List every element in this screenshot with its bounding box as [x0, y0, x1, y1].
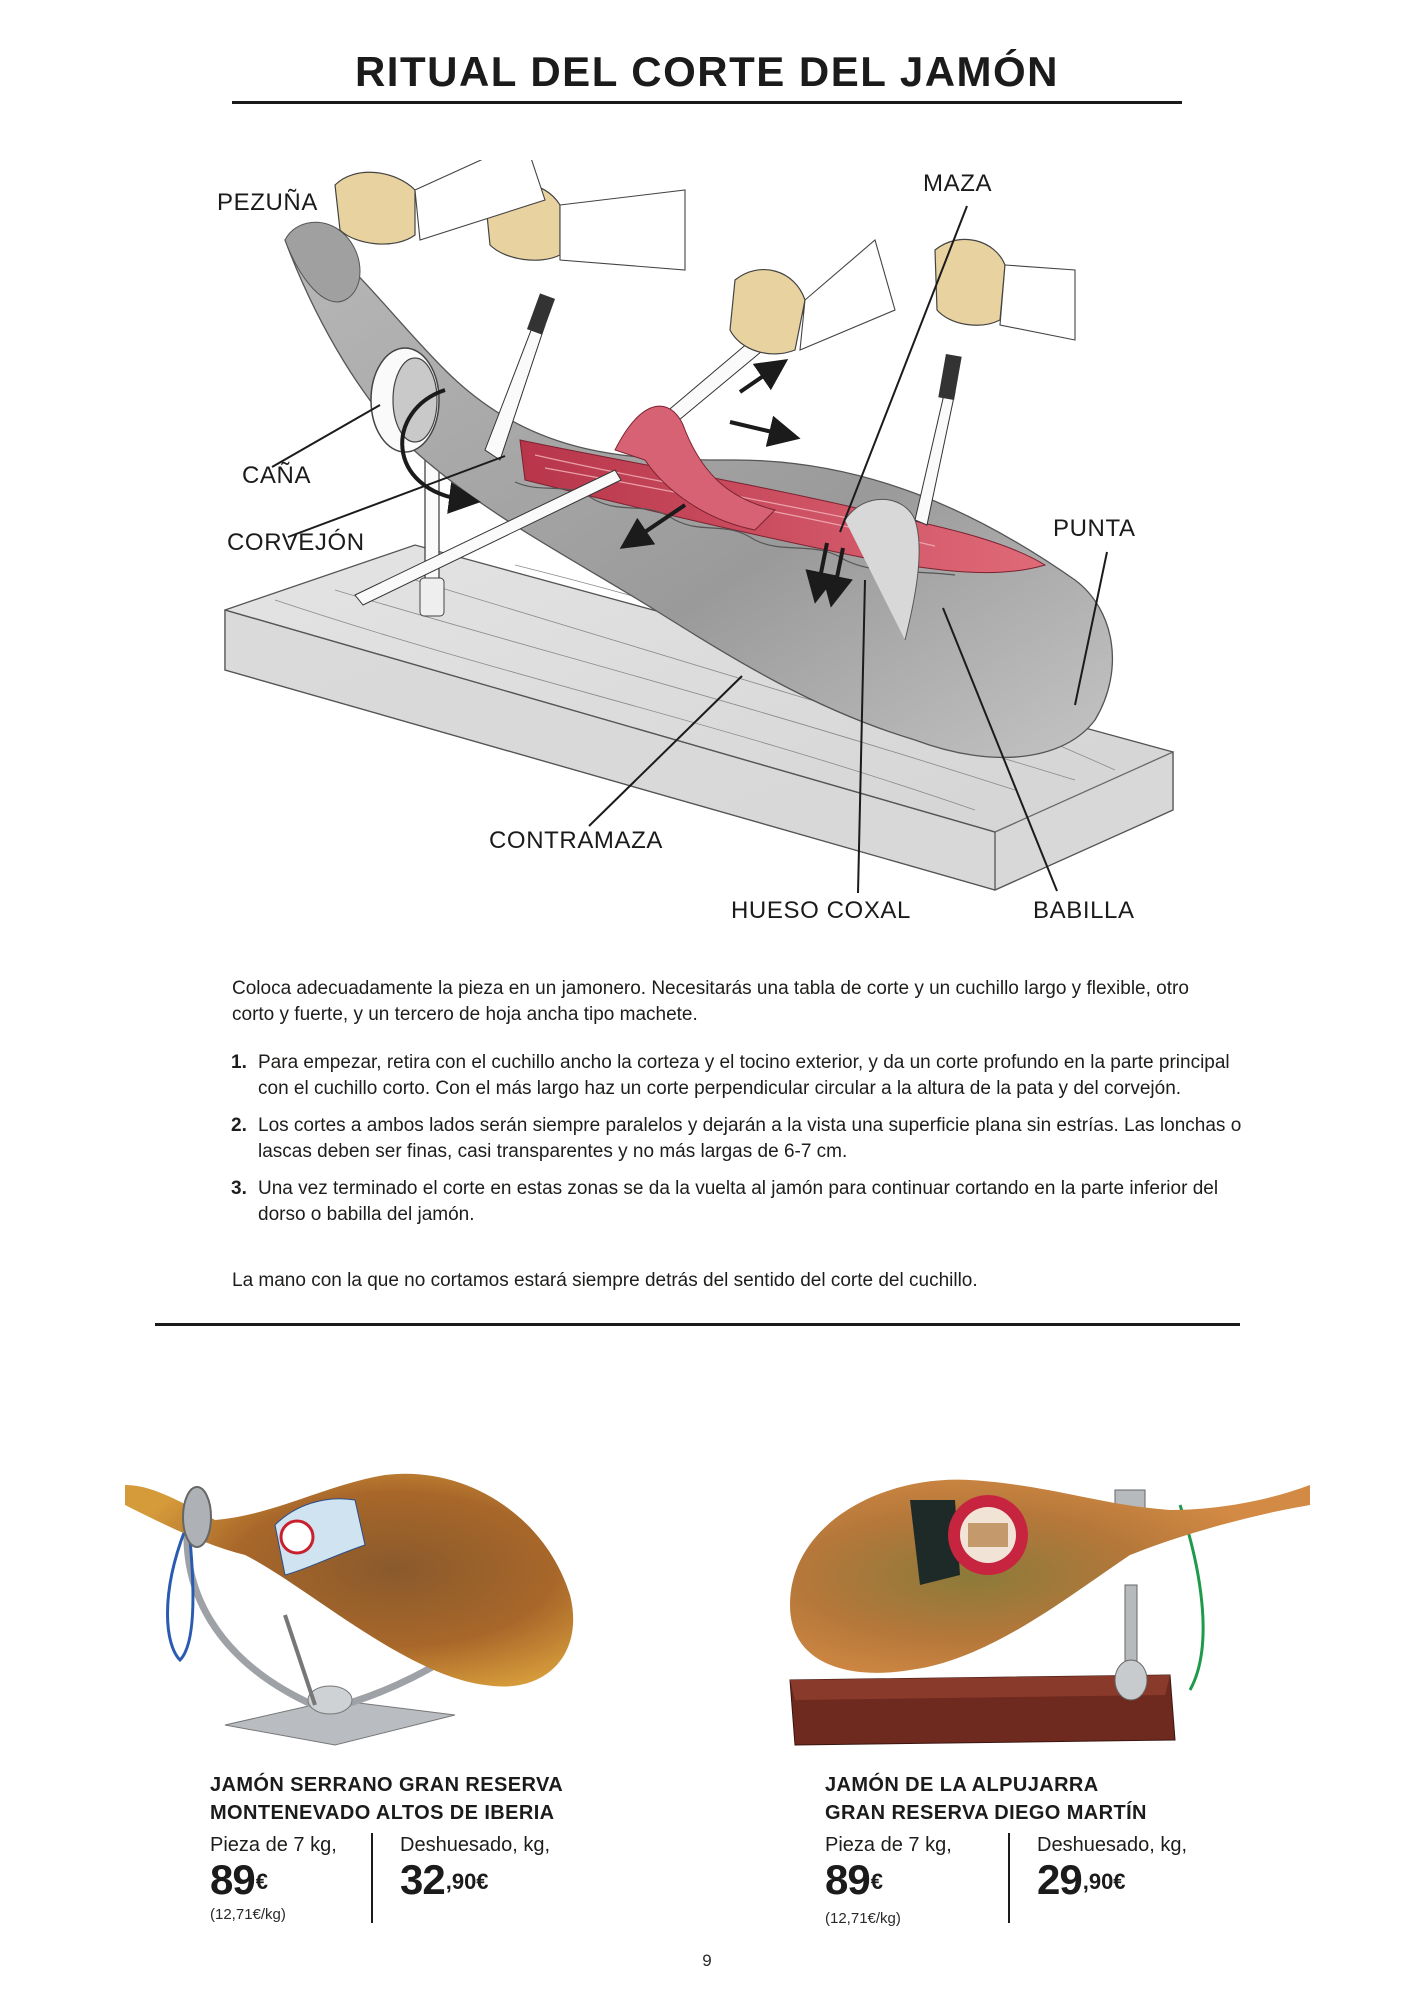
step-text: Una vez terminado el corte en estas zona…	[258, 1178, 1219, 1225]
price-integer: 29	[1037, 1856, 1083, 1903]
steps-list: 1. Para empezar, retira con el cuchillo …	[231, 1050, 1251, 1239]
price-decimal: ,90€	[1082, 1869, 1126, 1894]
step-number: 3.	[231, 1178, 247, 1199]
step-text: Los cortes a ambos lados serán siempre p…	[258, 1115, 1242, 1162]
price-currency: €	[870, 1869, 883, 1894]
product-image-serrano	[125, 1445, 640, 1755]
label-hueso-coxal: HUESO COXAL	[731, 897, 911, 924]
product-whole-price: 89€	[210, 1858, 268, 1902]
product-boneless-price: 32,90€	[400, 1858, 489, 1902]
product-image-alpujarra	[770, 1465, 1330, 1755]
ham-on-stand-icon	[125, 1473, 574, 1746]
step-number: 1.	[231, 1052, 247, 1073]
step-number: 2.	[231, 1115, 247, 1136]
product-title-line1: JAMÓN SERRANO GRAN RESERVA	[210, 1774, 564, 1796]
ham-cutting-diagram	[215, 160, 1205, 940]
label-punta: PUNTA	[1053, 515, 1136, 542]
label-contramaza: CONTRAMAZA	[489, 827, 663, 854]
product-title-line2: MONTENEVADO ALTOS DE IBERIA	[210, 1802, 555, 1824]
product-price-per-kg: (12,71€/kg)	[825, 1910, 901, 1927]
price-divider	[371, 1833, 373, 1923]
ham-on-board-icon	[789, 1479, 1310, 1746]
product-whole-label: Pieza de 7 kg,	[210, 1834, 337, 1856]
step-item: 1. Para empezar, retira con el cuchillo …	[231, 1050, 1251, 1102]
label-corvejon: CORVEJÓN	[227, 529, 365, 556]
page-number: 9	[702, 1951, 712, 1970]
label-cana: CAÑA	[242, 462, 312, 489]
product-whole-label: Pieza de 7 kg,	[825, 1834, 952, 1856]
label-maza: MAZA	[923, 170, 993, 197]
ham-illustration	[224, 160, 1174, 894]
price-integer: 89	[825, 1856, 871, 1903]
product-title-serrano: JAMÓN SERRANO GRAN RESERVA MONTENEVADO A…	[210, 1771, 563, 1827]
product-title-line2: GRAN RESERVA DIEGO MARTÍN	[825, 1802, 1147, 1824]
product-boneless-label: Deshuesado, kg,	[1037, 1834, 1188, 1856]
product-title-alpujarra: JAMÓN DE LA ALPUJARRA GRAN RESERVA DIEGO…	[825, 1771, 1147, 1827]
product-boneless-label: Deshuesado, kg,	[400, 1834, 551, 1856]
step-text: Para empezar, retira con el cuchillo anc…	[258, 1052, 1230, 1099]
closing-paragraph: La mano con la que no cortamos estará si…	[232, 1270, 978, 1291]
product-boneless-price: 29,90€	[1037, 1858, 1126, 1902]
price-decimal: ,90€	[445, 1869, 489, 1894]
section-divider	[155, 1323, 1240, 1326]
step-item: 3. Una vez terminado el corte en estas z…	[231, 1176, 1251, 1228]
label-babilla: BABILLA	[1033, 897, 1135, 924]
title-underline	[232, 101, 1182, 104]
page-title: RITUAL DEL CORTE DEL JAMÓN	[354, 48, 1060, 95]
product-price-per-kg: (12,71€/kg)	[210, 1906, 286, 1923]
intro-paragraph: Coloca adecuadamente la pieza en un jamo…	[232, 978, 1189, 1025]
price-integer: 32	[400, 1856, 446, 1903]
price-integer: 89	[210, 1856, 256, 1903]
price-divider	[1008, 1833, 1010, 1923]
label-pezuna: PEZUÑA	[217, 189, 318, 216]
step-item: 2. Los cortes a ambos lados serán siempr…	[231, 1113, 1251, 1165]
product-title-line1: JAMÓN DE LA ALPUJARRA	[825, 1774, 1099, 1796]
product-whole-price: 89€	[825, 1858, 883, 1902]
price-currency: €	[255, 1869, 268, 1894]
